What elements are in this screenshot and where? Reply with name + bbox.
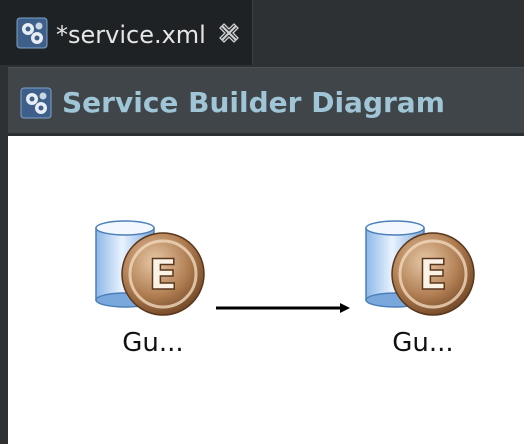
editor-tab-label: *service.xml — [56, 21, 206, 49]
close-icon[interactable] — [218, 22, 240, 44]
svg-text:E: E — [149, 250, 178, 299]
entity-icon: E — [365, 220, 475, 316]
service-builder-icon — [16, 17, 48, 49]
editor-tab-service-xml[interactable]: *service.xml — [0, 0, 253, 65]
diagram-canvas[interactable]: E Gu... — [8, 136, 524, 444]
form-header-title: Service Builder Diagram — [62, 86, 445, 119]
header-divider — [8, 133, 524, 136]
form-header: Service Builder Diagram — [8, 67, 524, 134]
editor-tab-bar: *service.xml — [0, 0, 524, 67]
entity-node[interactable]: E Gu... — [358, 216, 488, 386]
entity-icon: E — [95, 220, 205, 316]
entity-node[interactable]: E Gu... — [88, 216, 218, 386]
service-builder-icon — [20, 87, 52, 119]
svg-text:E: E — [419, 250, 448, 299]
editor-left-border — [0, 67, 8, 444]
entity-label: Gu... — [122, 328, 184, 358]
entity-label: Gu... — [392, 328, 454, 358]
